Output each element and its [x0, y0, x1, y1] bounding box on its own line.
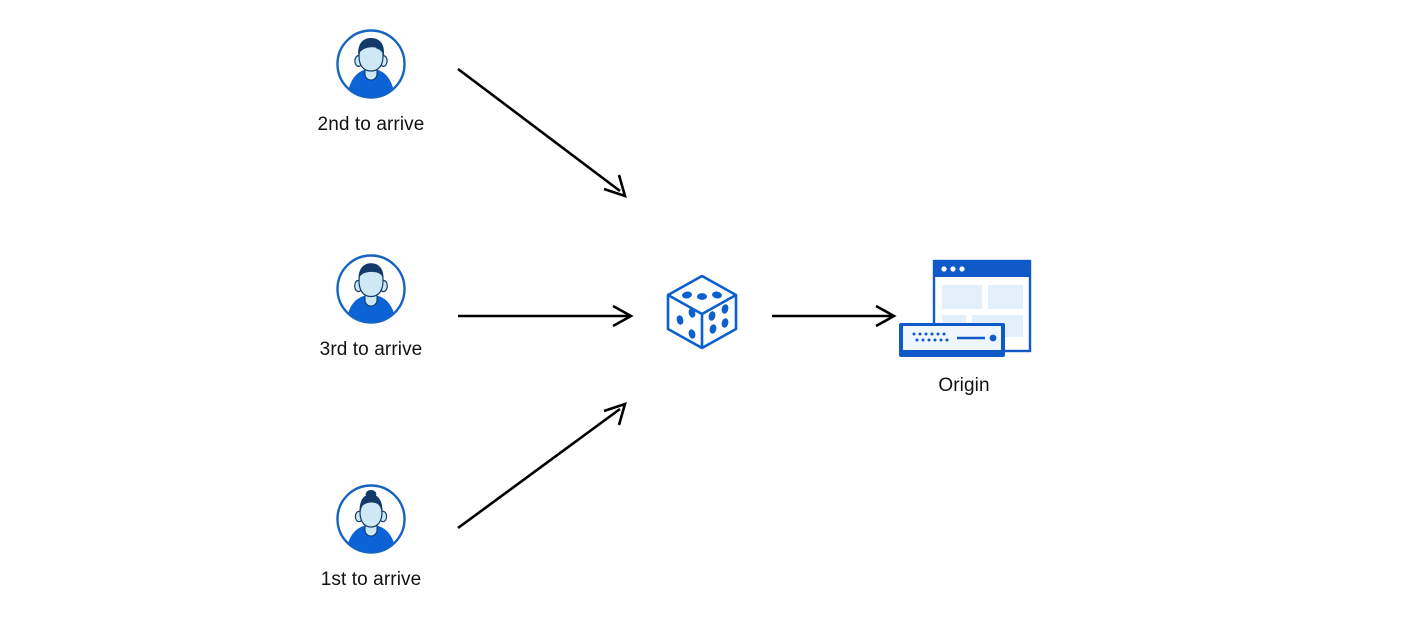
server-device-shape [899, 323, 1005, 357]
user-avatar-icon [335, 483, 407, 555]
arrow-3rd-to-dice [458, 304, 634, 328]
user-avatar-icon [335, 28, 407, 100]
node-randomizer[interactable] [658, 268, 746, 356]
arrow-2nd-to-dice [457, 67, 627, 199]
node-label-visitor-2nd: 2nd to arrive [317, 114, 425, 135]
user-avatar-icon [335, 253, 407, 325]
node-label-origin: Origin [938, 375, 990, 396]
dice-icon [658, 268, 746, 356]
node-label-visitor-3rd: 3rd to arrive [319, 339, 423, 360]
node-visitor-3rd[interactable]: 3rd to arrive [311, 253, 431, 361]
node-visitor-1st[interactable]: 1st to arrive [311, 483, 431, 591]
arrow-dice-to-origin [772, 304, 897, 328]
node-label-visitor-1st: 1st to arrive [320, 569, 422, 590]
origin-server-icon [893, 255, 1035, 363]
arrow-1st-to-dice [457, 401, 627, 530]
node-visitor-2nd[interactable]: 2nd to arrive [311, 28, 431, 136]
node-origin[interactable]: Origin [893, 255, 1035, 397]
